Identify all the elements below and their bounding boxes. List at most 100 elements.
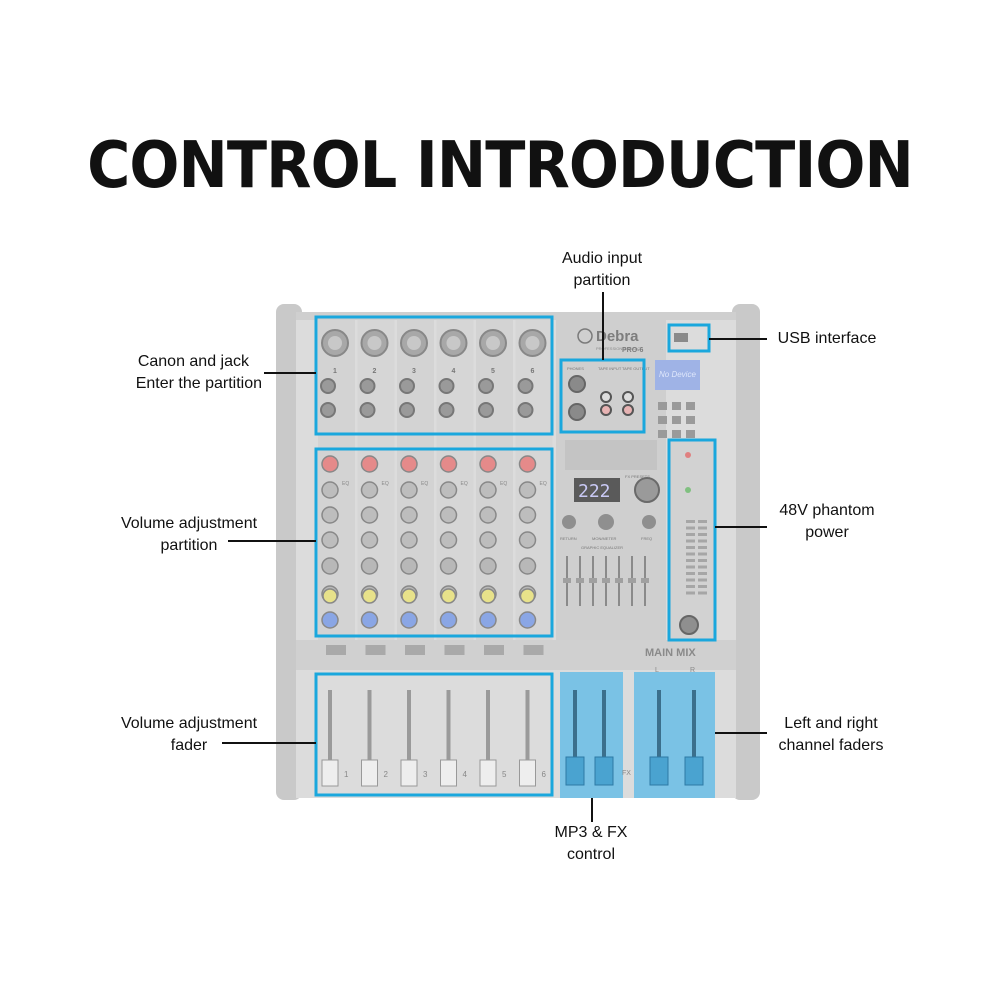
channel-knob — [439, 481, 458, 499]
xlr-input-center — [328, 336, 342, 350]
eq-label: EQ — [382, 481, 389, 487]
tape-output-label: TAPE OUTPUT — [622, 366, 650, 371]
mp3-buttons — [658, 402, 695, 438]
fader-track — [328, 690, 332, 786]
meter-led-right — [698, 533, 707, 536]
phones-label: PHONES — [567, 366, 584, 371]
meter-led-left — [686, 585, 695, 588]
channel-knob — [518, 506, 537, 524]
channel-knob — [321, 506, 339, 524]
meter-led-right — [698, 559, 707, 562]
phones-jack-1 — [568, 375, 586, 393]
jack-input — [438, 378, 455, 394]
channel-knob — [400, 481, 418, 499]
insert-jack — [438, 402, 455, 418]
highlighted-fader-cap — [565, 756, 585, 786]
freq-label: FREQ — [641, 536, 652, 541]
mp3-button — [672, 416, 681, 424]
highlighted-fader-cap — [684, 756, 704, 786]
rca-tape-out-l — [622, 391, 634, 403]
phantom-leader — [715, 526, 767, 528]
meter-led-left — [686, 520, 695, 523]
channel-strip — [436, 320, 474, 640]
mon-meter-label: MON/METER — [592, 536, 617, 541]
usb-leader — [709, 338, 767, 340]
eq-label: EQ — [421, 481, 428, 487]
model-name: PRO-6 — [622, 347, 644, 354]
xlr-input-center — [407, 336, 421, 350]
fader-cap — [440, 759, 457, 787]
meter-led-right — [698, 539, 707, 543]
geq-slider-cap — [628, 578, 636, 583]
jack-input — [399, 378, 415, 394]
channel-knob — [321, 481, 339, 499]
mute-button — [365, 645, 386, 655]
meter-led-left — [686, 552, 695, 556]
fader-cap — [321, 759, 339, 787]
fx-send-knob — [519, 588, 536, 604]
highlighted-fader-cap — [594, 756, 614, 786]
mp3-button — [658, 416, 667, 424]
eq-label: EQ — [461, 481, 468, 487]
jack-input — [320, 378, 336, 394]
mp3-button — [672, 402, 681, 410]
channel-knob — [400, 506, 418, 524]
channel-knob — [479, 506, 497, 524]
meter-led-right — [698, 520, 707, 523]
highlighted-fader-track — [692, 690, 696, 780]
fx-send-knob — [401, 588, 417, 604]
channel-strip — [476, 320, 513, 640]
mp3-button — [686, 402, 695, 410]
fader-cap — [479, 759, 497, 787]
graphic-eq-label: GRAPHIC EQUALIZER — [581, 545, 623, 550]
fader-cap — [361, 759, 378, 787]
canon-jack-leader — [264, 372, 316, 374]
xlr-input-center — [446, 336, 461, 350]
phones-level-knob — [679, 615, 699, 635]
channel-number: 3 — [412, 368, 416, 375]
xlr-input-center — [525, 336, 540, 350]
meter-led-right — [698, 552, 707, 556]
meter-led-left — [686, 559, 695, 562]
fader-number: 2 — [384, 770, 389, 779]
usb-port — [674, 333, 688, 342]
mute-button — [523, 645, 544, 655]
tape-input-label: TAPE INPUT — [598, 366, 622, 371]
fx-send-knob — [480, 588, 496, 604]
brand-logo — [577, 328, 593, 344]
phantom-led — [685, 452, 691, 458]
mute-button — [484, 645, 504, 655]
fader-number: 1 — [344, 770, 349, 779]
channel-knob — [439, 531, 458, 549]
return-knob — [562, 515, 576, 529]
mp3-button — [686, 416, 695, 424]
channel-knob — [439, 506, 458, 524]
highlighted-fader-cap — [649, 756, 669, 786]
rca-tape-in-r — [600, 404, 612, 416]
level-meter-leds — [686, 520, 707, 595]
fx-preset-knob — [634, 477, 660, 503]
geq-slider-cap — [615, 578, 623, 583]
channel-knob — [321, 611, 339, 629]
insert-jack — [399, 402, 415, 418]
rca-tape-in-l — [600, 391, 612, 403]
channel-number: 5 — [491, 368, 495, 375]
eq-label: EQ — [540, 481, 547, 487]
fader-track — [407, 690, 411, 786]
channel-knob — [479, 531, 497, 549]
meter-led-right — [698, 546, 707, 549]
fx-presets-label: FX PRESETS — [625, 474, 650, 479]
highlighted-fader-track — [602, 690, 606, 780]
channel-knob — [479, 611, 497, 629]
meter-led-left — [686, 572, 695, 575]
fx-display-value: 222 — [578, 481, 611, 502]
channel-number: 4 — [452, 368, 456, 375]
channel-knob — [518, 557, 537, 575]
jack-input — [517, 378, 534, 394]
